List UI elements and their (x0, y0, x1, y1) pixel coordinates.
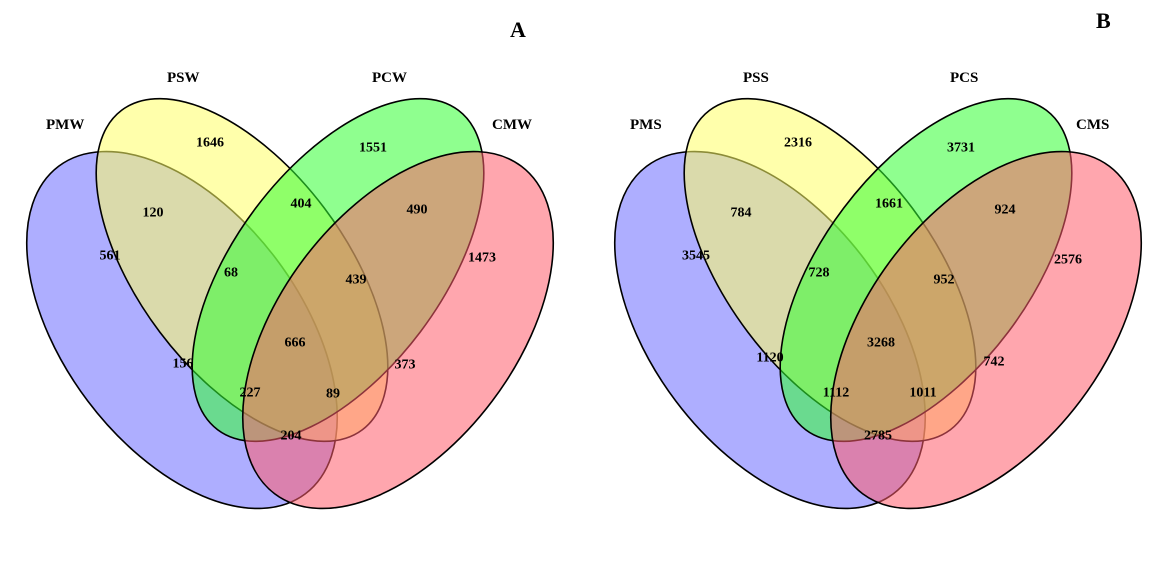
region-count: 2785 (864, 429, 892, 444)
venn-panel-b: PMS PSS PCS CMS B 3545 2316 3731 2576 78… (613, 8, 1143, 510)
region-count: 373 (395, 358, 416, 373)
region-count: 439 (346, 273, 367, 288)
set-label-1: PMW (46, 117, 84, 133)
region-count: 728 (809, 266, 830, 281)
region-count: 204 (281, 429, 302, 444)
region-count: 3545 (682, 249, 710, 264)
venn-panel-a: PMW PSW PCW CMW A 561 1646 1551 1473 120… (25, 17, 555, 510)
region-count: 1120 (756, 351, 783, 366)
region-count: 1551 (359, 141, 387, 156)
ellipse-set-4 (829, 150, 1143, 510)
region-count: 2576 (1054, 253, 1082, 268)
region-count: 1112 (823, 386, 849, 401)
panel-label: B (1096, 8, 1111, 33)
set-label-4: CMW (492, 117, 532, 133)
set-label-2: PSS (743, 70, 769, 86)
region-count: 404 (291, 197, 312, 212)
set-label-1: PMS (630, 117, 662, 133)
region-count: 1011 (909, 386, 936, 401)
panel-label: A (510, 17, 526, 42)
region-count: 666 (285, 336, 306, 351)
region-count: 1661 (875, 197, 903, 212)
region-count: 952 (934, 273, 955, 288)
region-count: 3731 (947, 141, 975, 156)
region-count: 561 (100, 249, 121, 264)
set-label-2: PSW (167, 70, 200, 86)
region-count: 3268 (867, 336, 895, 351)
set-label-4: CMS (1076, 117, 1109, 133)
region-count: 490 (407, 203, 428, 218)
region-count: 742 (984, 355, 1005, 370)
region-count: 227 (240, 386, 261, 401)
region-count: 924 (995, 203, 1016, 218)
region-count: 68 (224, 266, 238, 281)
region-count: 1646 (196, 136, 224, 151)
region-count: 784 (731, 206, 752, 221)
region-count: 89 (326, 387, 340, 402)
region-count: 156 (173, 357, 194, 372)
region-count: 2316 (784, 136, 812, 151)
region-count: 120 (143, 206, 164, 221)
ellipse-set-4 (241, 150, 555, 510)
set-label-3: PCW (372, 70, 407, 86)
set-label-3: PCS (950, 70, 978, 86)
region-count: 1473 (468, 251, 496, 266)
